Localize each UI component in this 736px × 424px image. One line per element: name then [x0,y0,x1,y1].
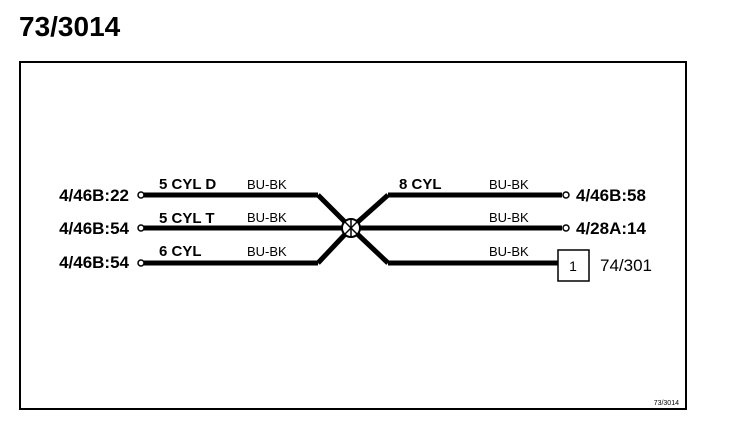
left-wire-color-1: BU-BK [247,177,287,192]
left-terminal-2 [137,224,145,232]
splice-icon [341,218,361,238]
diagram-frame [19,61,687,410]
page-title: 73/3014 [19,11,121,42]
right-connector-label-1: 4/46B:58 [576,186,646,205]
right-wire-color-1: BU-BK [489,177,529,192]
connector-box-number: 1 [569,258,577,274]
figure-id: 73/3014 [654,400,679,407]
right-wire-color-3: BU-BK [489,244,529,259]
left-wire-color-2: BU-BK [247,210,287,225]
left-terminal-1 [137,191,145,199]
right-terminal-1 [562,191,570,199]
right-wire-color-2: BU-BK [489,210,529,225]
left-circuit-1: 5 CYL D [159,176,216,193]
connector-box [557,249,590,282]
left-connector-label-2: 4/46B:54 [59,219,129,238]
right-terminal-2 [562,224,570,232]
left-terminal-3 [137,259,145,267]
left-connector-label-3: 4/46B:54 [59,253,129,272]
left-wire-color-3: BU-BK [247,244,287,259]
left-circuit-3: 6 CYL [159,243,202,260]
right-wire-1 [349,192,562,230]
left-circuit-2: 5 CYL T [159,210,215,227]
right-connector-label-2: 4/28A:14 [576,219,646,238]
left-connector-label-1: 4/46B:22 [59,186,129,205]
right-circuit-1: 8 CYL [399,176,442,193]
right-connector-label-3: 74/301 [600,256,652,275]
